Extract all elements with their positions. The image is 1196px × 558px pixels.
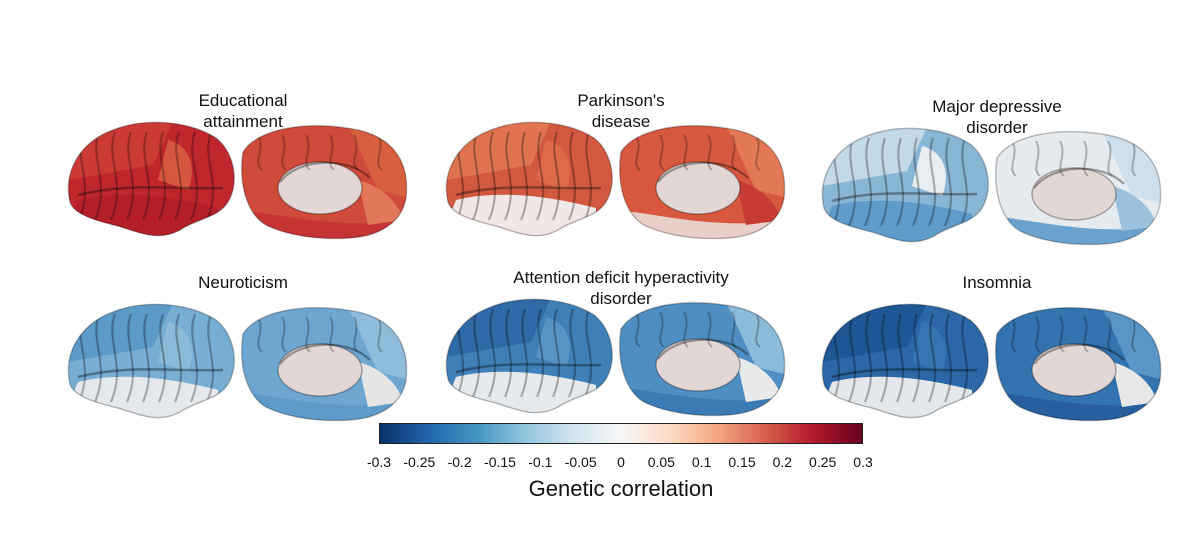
colorbar-tick-label: -0.2: [447, 454, 472, 470]
medial-hemisphere: [241, 125, 407, 239]
medial-hemisphere: [995, 307, 1161, 421]
brain-surface: [67, 121, 408, 240]
brain-surface: [445, 121, 786, 240]
medial-hemisphere: [241, 307, 407, 421]
panel-title: Educational attainment: [198, 91, 288, 131]
colorbar-tick-label: 0.15: [728, 454, 756, 470]
colorbar-tick-label: -0.3: [366, 454, 392, 470]
lateral-hemisphere: [68, 122, 235, 236]
panel-neuroticism: Neuroticism: [58, 272, 428, 442]
brain-surface: [445, 298, 786, 417]
panel-title: Neuroticism: [198, 273, 288, 292]
panel-major-depressive-disorder: Major depressive disorder: [812, 96, 1182, 266]
brain-surface: [67, 303, 408, 422]
colorbar-tick-label: 0.2: [772, 454, 793, 470]
lateral-hemisphere: [822, 304, 989, 418]
lateral-hemisphere: [446, 299, 613, 413]
colorbar: [379, 423, 863, 444]
panel-title: Parkinson's disease: [577, 91, 665, 131]
brain-surface: [821, 127, 1162, 246]
panel-educational-attainment: Educational attainment: [58, 90, 428, 260]
panel-parkinsons-disease: Parkinson's disease: [436, 90, 806, 260]
medial-hemisphere: [995, 131, 1161, 245]
colorbar-ticks: -0.3 -0.25 -0.2 -0.15 -0.1 -0.05 0 0.05 0.1 0.15 0…: [367, 454, 873, 474]
colorbar-tick-label: -0.05: [564, 454, 597, 470]
colorbar-tick-label: 0.25: [809, 454, 837, 470]
colorbar-tick-label: 0.3: [853, 454, 873, 470]
panel-title: Insomnia: [962, 273, 1032, 292]
lateral-hemisphere: [68, 304, 235, 418]
panel-title: Attention deficit hyperactivity disorder: [513, 268, 729, 308]
panel-title: Major depressive disorder: [932, 97, 1062, 137]
medial-hemisphere: [619, 302, 785, 416]
colorbar-tick-label: -0.1: [528, 454, 553, 470]
panel-insomnia: Insomnia: [812, 272, 1182, 442]
medial-hemisphere: [619, 125, 785, 239]
colorbar-tick-label: 0: [617, 454, 625, 470]
colorbar-tick-label: 0.1: [691, 454, 712, 470]
colorbar-tick-label: -0.25: [403, 454, 436, 470]
brain-surface: [821, 303, 1162, 422]
colorbar-label: Genetic correlation: [528, 476, 714, 501]
panel-adhd: Attention deficit hyperactivity disorder: [436, 267, 806, 437]
colorbar-tick-label: 0.05: [647, 454, 675, 470]
colorbar-tick-label: -0.15: [484, 454, 516, 470]
